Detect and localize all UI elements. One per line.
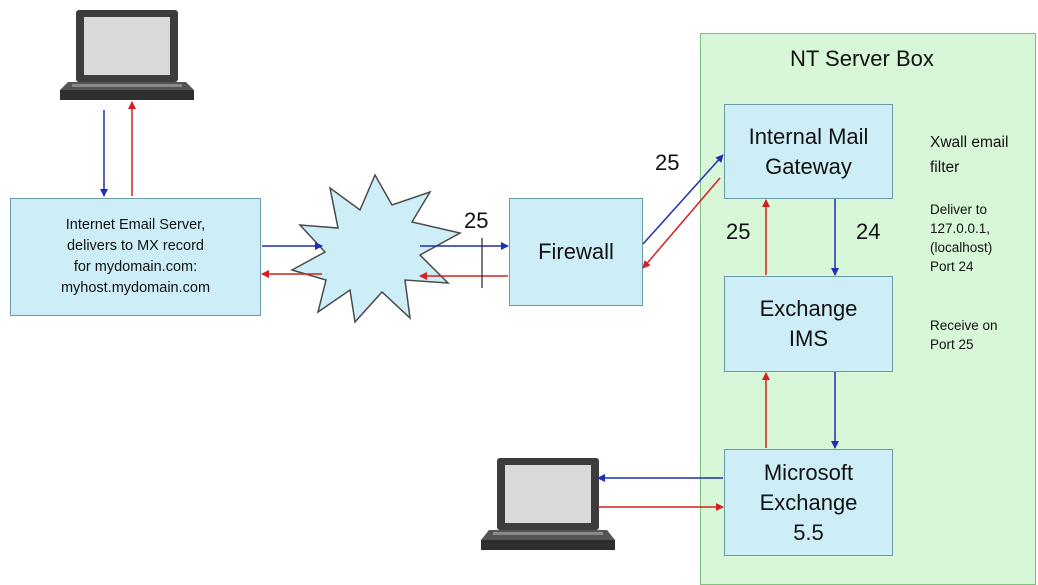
arrow-gateway-to-firewall	[642, 177, 721, 269]
internal-mail-gateway-box: Internal Mail Gateway	[724, 104, 893, 199]
arrow-firewall-to-gateway	[642, 154, 724, 245]
note-xwall: Xwall email filter	[930, 134, 1009, 176]
firewall-label: Firewall	[538, 239, 614, 264]
microsoft-exchange-label: Microsoft Exchange 5.5	[759, 459, 858, 545]
internet-email-server-box: Internet Email Server, delivers to MX re…	[10, 198, 261, 316]
server-box-title: NT Server Box	[790, 46, 934, 71]
firewall-box: Firewall	[509, 198, 643, 306]
internal-mail-gateway-label: Internal Mail Gateway	[748, 123, 869, 179]
exchange-ims-label: Exchange IMS	[759, 296, 858, 351]
port-label-gateway-ims: 24	[856, 219, 881, 244]
note-receive: Receive on Port 25	[930, 318, 998, 352]
note-deliver: Deliver to 127.0.0.1, (localhost) Port 2…	[930, 202, 993, 274]
port-label-firewall-gateway: 25	[655, 150, 680, 175]
port-label-internet-firewall: 25	[464, 208, 489, 233]
exchange-ims-box: Exchange IMS	[724, 276, 893, 372]
port-label-ims-gateway: 25	[726, 219, 751, 244]
internet-email-server-label: Internet Email Server, delivers to MX re…	[60, 217, 211, 296]
microsoft-exchange-box: Microsoft Exchange 5.5	[724, 449, 893, 556]
